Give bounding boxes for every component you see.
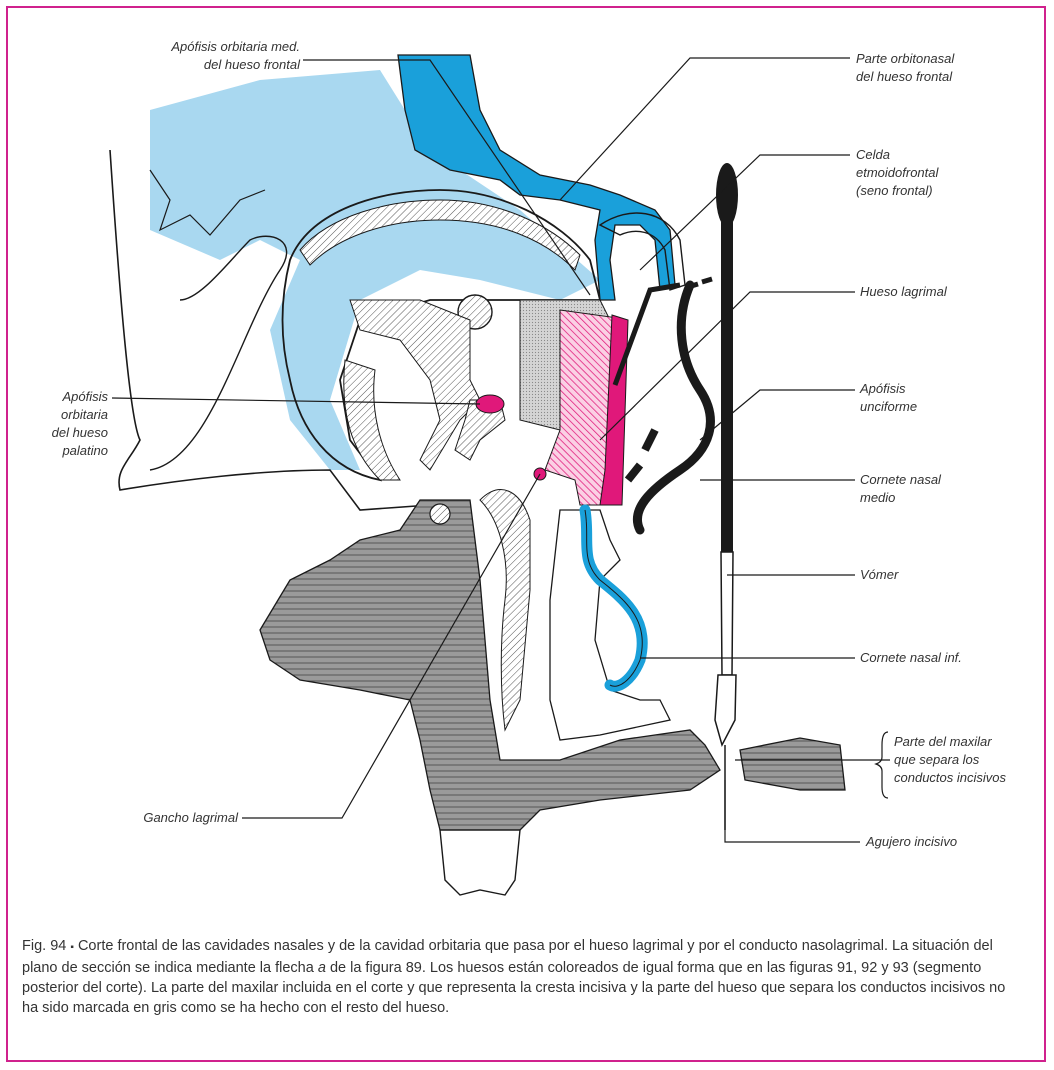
label-parte-orbitonasal: Parte orbitonasal del hueso frontal [856, 50, 1036, 86]
label-apofisis-uniforme: Apófisis unciforme [860, 380, 1040, 416]
maxillary-sinus [550, 510, 670, 740]
vomer-lower [715, 675, 736, 745]
label-agujero-incisivo: Agujero incisivo [866, 833, 1046, 851]
label-apofisis-orbitaria-palatino: Apófisis orbitaria del hueso palatino [20, 388, 108, 460]
perpendicular-plate [721, 222, 733, 552]
leader-parte-orbitonasal [560, 58, 850, 200]
figure-caption: Fig. 94 ▪ Corte frontal de las cavidades… [22, 936, 1022, 1018]
label-apofisis-orbitaria-med: Apófisis orbitaria med. del hueso fronta… [100, 38, 300, 74]
label-hueso-lagrimal: Hueso lagrimal [860, 283, 1040, 301]
caption-fig-number: Fig. 94 [22, 938, 66, 954]
caption-bullet: ▪ [70, 942, 74, 953]
middle-concha-small [628, 430, 655, 480]
orbital-process-palatine [476, 395, 504, 413]
anatomy-diagram [0, 0, 1054, 930]
label-celda-etmoidofrontal: Celda etmoidofrontal (seno frontal) [856, 146, 1036, 200]
uncinate-dash-2 [702, 279, 712, 282]
vomer-body [721, 552, 733, 675]
middle-concha [637, 285, 710, 530]
tooth [440, 830, 520, 895]
zygomatic-outline [150, 236, 287, 470]
maxilla-gray [260, 500, 720, 840]
crista-galli [716, 163, 738, 227]
maxilar-brace [876, 732, 888, 798]
incisive-bone-right [740, 738, 845, 790]
label-vomer: Vómer [860, 566, 1040, 584]
label-gancho-lagrimal: Gancho lagrimal [90, 809, 238, 827]
label-cornete-medio: Cornete nasal medio [860, 471, 1040, 507]
caption-ref-letter: a [318, 960, 326, 976]
label-cornete-inf: Cornete nasal inf. [860, 649, 1040, 667]
infraorbital-foramen [430, 504, 450, 524]
label-parte-maxilar: Parte del maxilar que separa los conduct… [894, 733, 1044, 787]
